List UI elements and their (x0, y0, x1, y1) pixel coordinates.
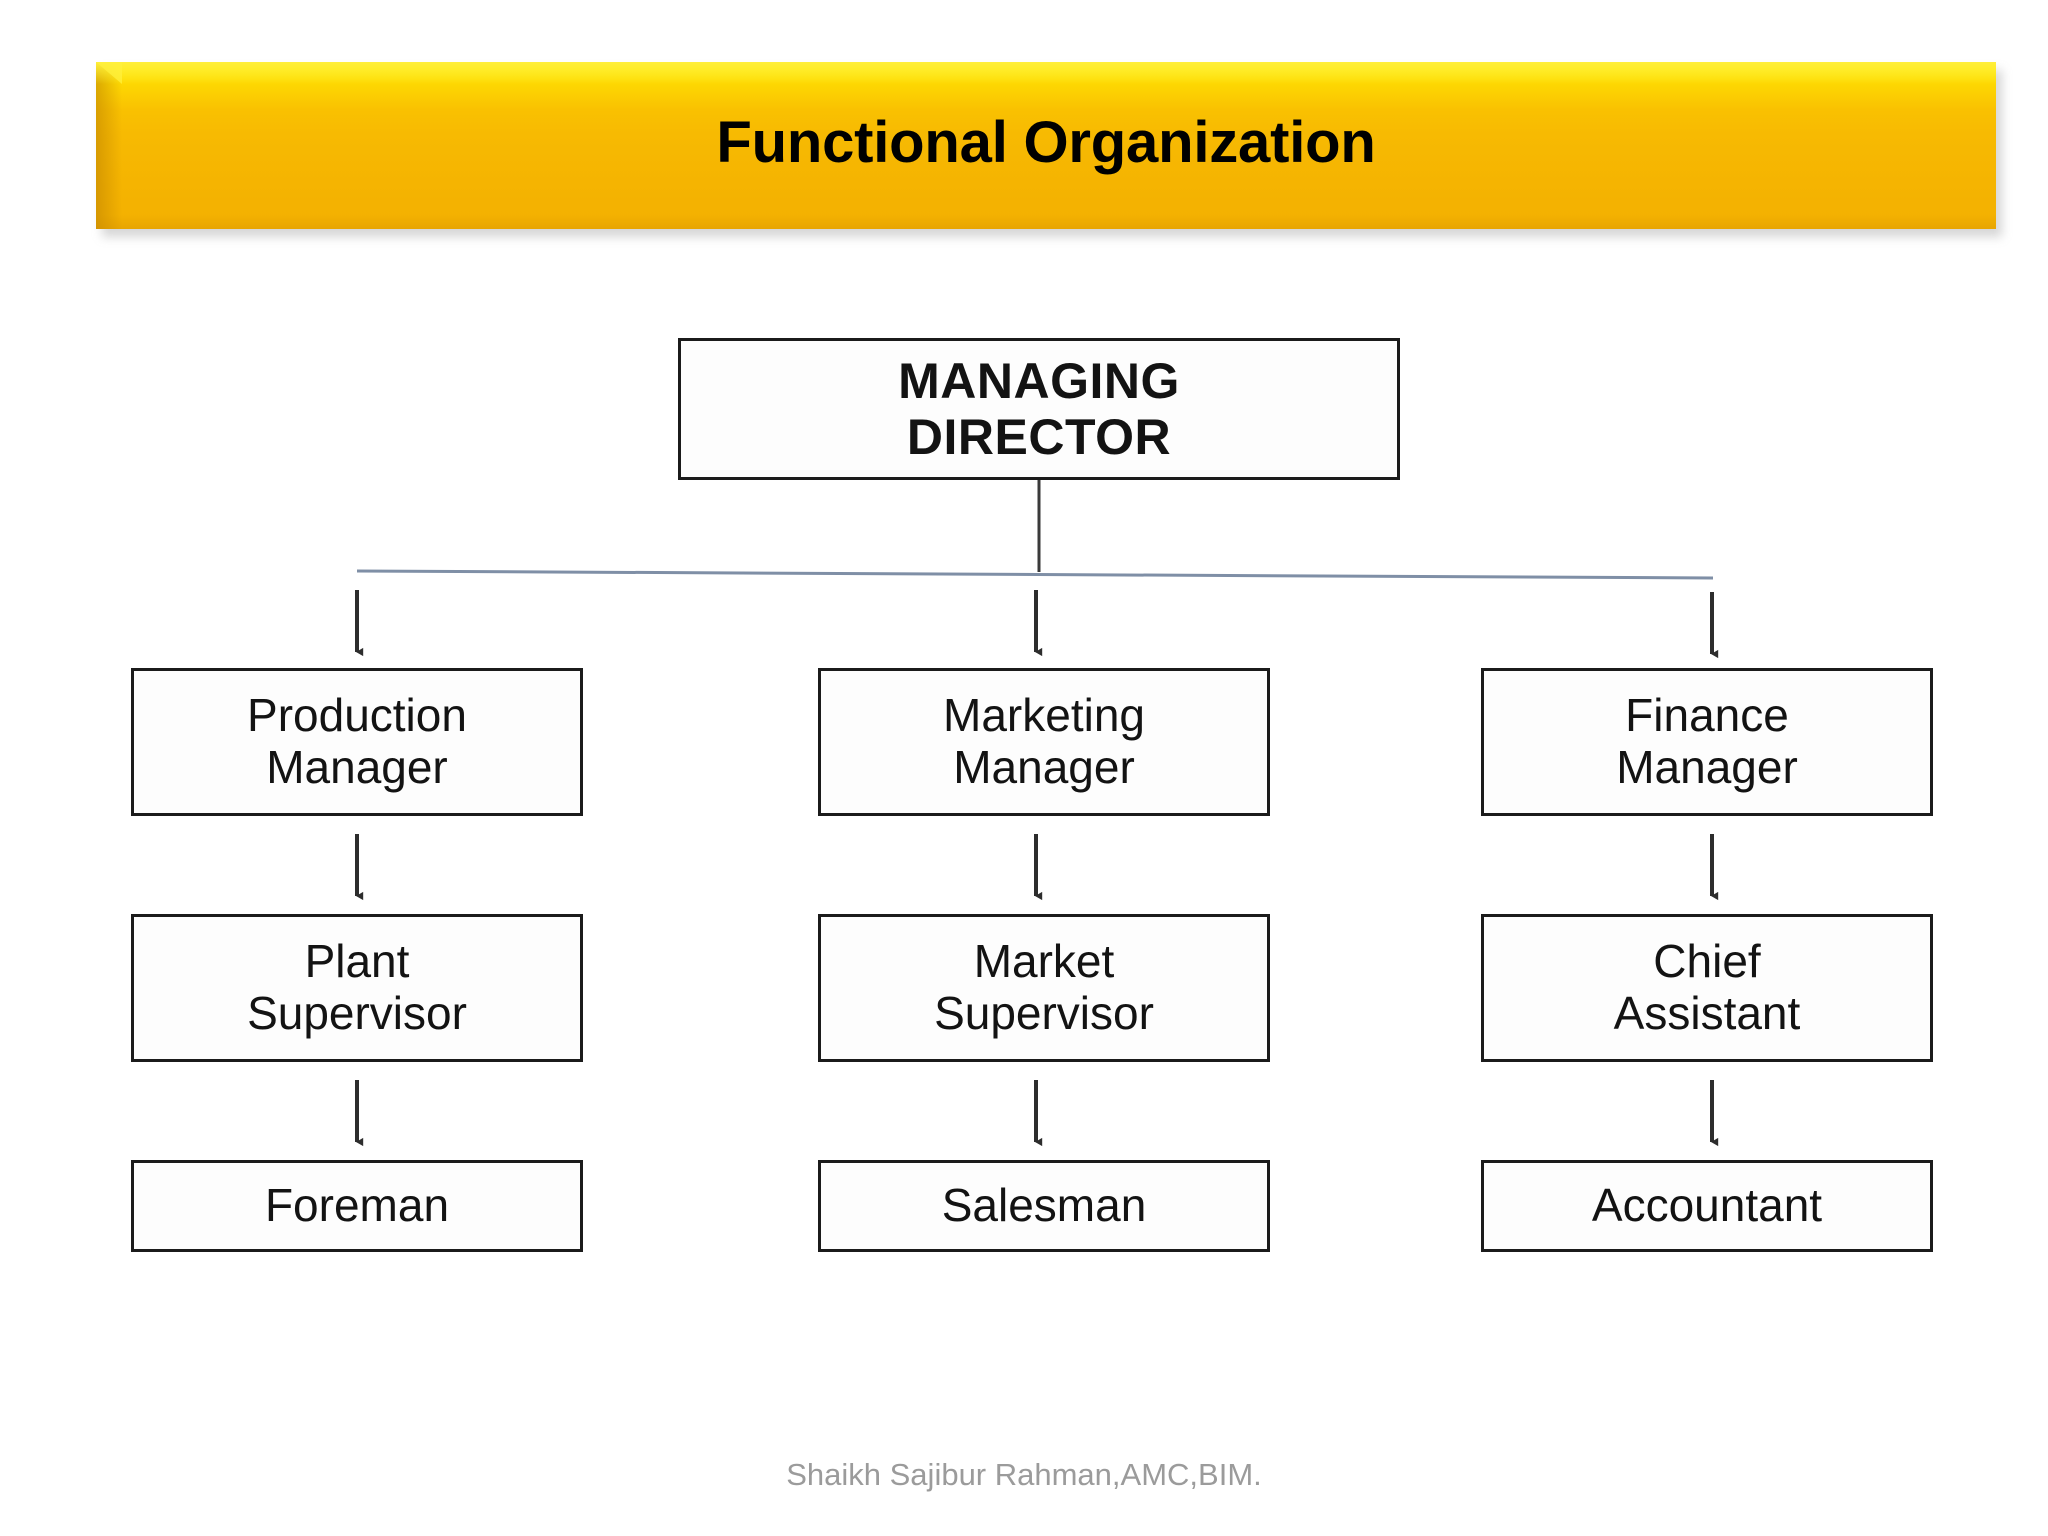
org-node-label: MANAGING DIRECTOR (898, 353, 1180, 465)
org-node-accountant[interactable]: Accountant (1481, 1160, 1933, 1252)
org-node-managing-director[interactable]: MANAGING DIRECTOR (678, 338, 1400, 480)
org-node-finance-manager[interactable]: Finance Manager (1481, 668, 1933, 816)
connector-distribution-bar (356, 569, 1714, 580)
banner-body (96, 62, 1996, 229)
org-node-label: Production Manager (247, 689, 467, 793)
org-node-marketing-manager[interactable]: Marketing Manager (818, 668, 1270, 816)
org-node-foreman[interactable]: Foreman (131, 1160, 583, 1252)
org-node-label: Plant Supervisor (247, 935, 467, 1039)
banner-left-bevel (96, 62, 122, 229)
org-node-label: Chief Assistant (1613, 935, 1801, 1039)
org-node-label: Finance Manager (1616, 689, 1798, 793)
org-node-label: Accountant (1591, 1179, 1823, 1232)
org-node-label: Market Supervisor (934, 935, 1154, 1039)
org-node-plant-supervisor[interactable]: Plant Supervisor (131, 914, 583, 1062)
org-node-production-manager[interactable]: Production Manager (131, 668, 583, 816)
page-title: Functional Organization (716, 110, 1376, 175)
banner-top-bevel (96, 62, 1996, 84)
org-node-label: Foreman (264, 1179, 450, 1232)
org-node-label: Salesman (941, 1179, 1147, 1232)
footer-credit: Shaikh Sajibur Rahman,AMC,BIM. (786, 1457, 1262, 1492)
org-node-label: Marketing Manager (943, 689, 1145, 793)
banner-corner-bevel (96, 62, 122, 84)
org-node-chief-assistant[interactable]: Chief Assistant (1481, 914, 1933, 1062)
org-node-market-supervisor[interactable]: Market Supervisor (818, 914, 1270, 1062)
banner-bottom-bevel (96, 215, 1996, 229)
org-node-salesman[interactable]: Salesman (818, 1160, 1270, 1252)
slide-title-banner: Functional Organization (96, 62, 2002, 237)
